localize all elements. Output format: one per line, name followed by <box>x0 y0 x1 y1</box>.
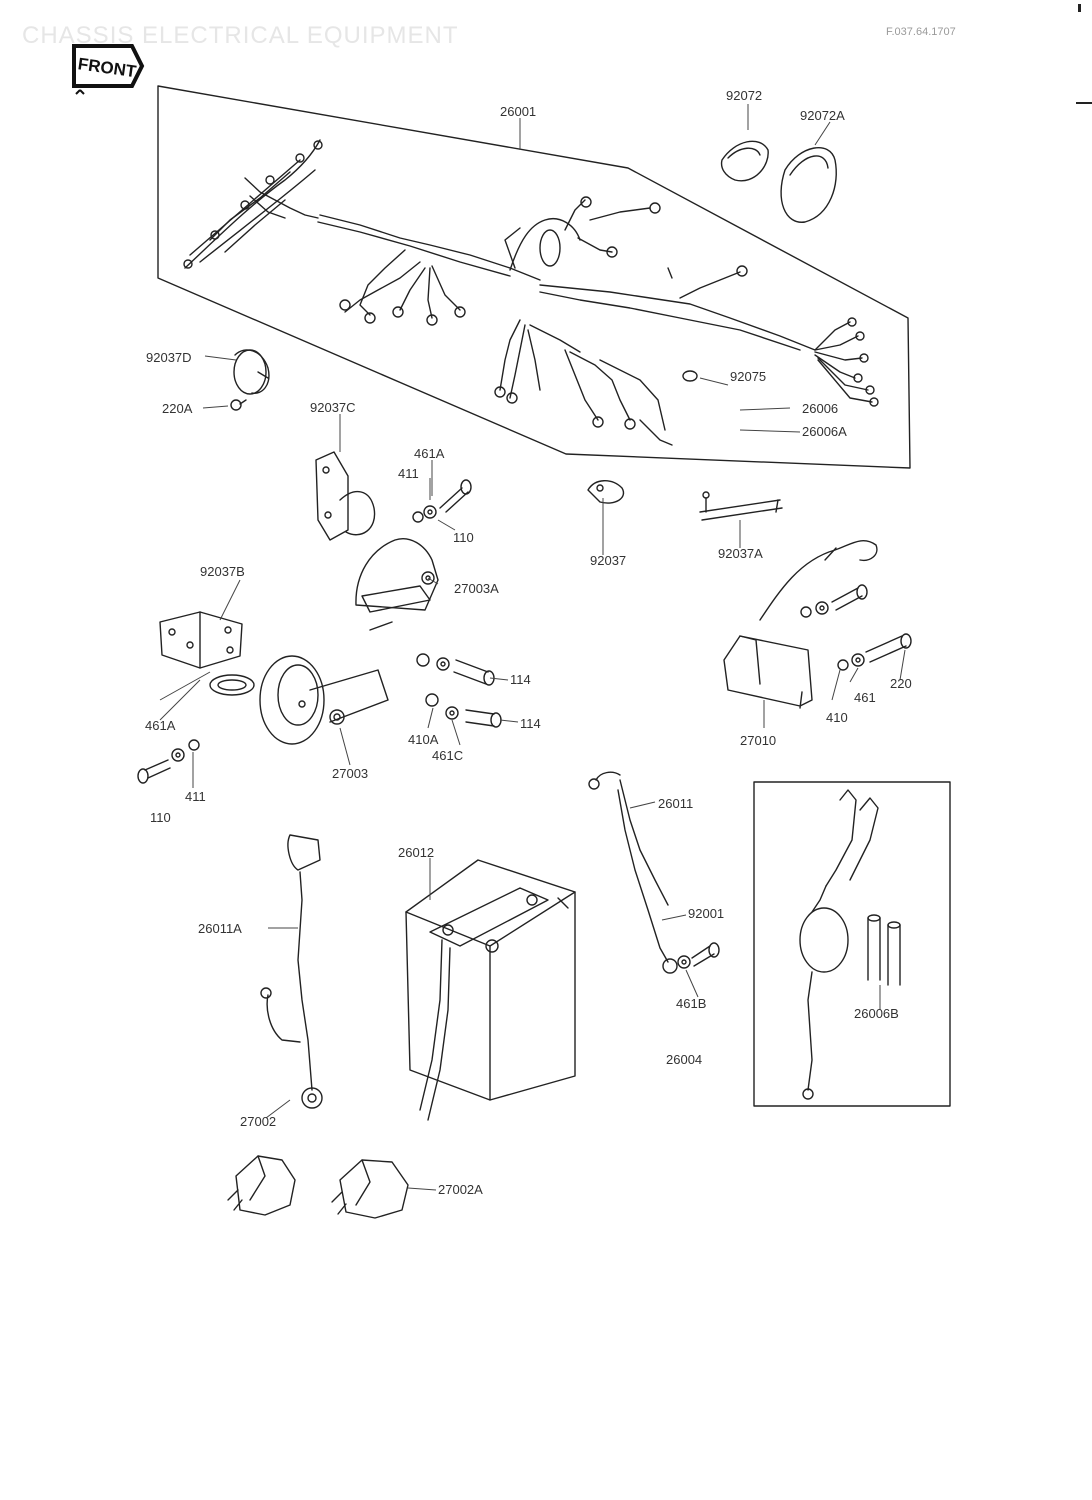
diagram-code: F.037.64.1707 <box>886 26 956 38</box>
label-26006B: 26006B <box>854 1006 899 1021</box>
label-27003: 27003 <box>332 766 369 781</box>
cable-26011A <box>260 834 323 1109</box>
connector-27002A <box>331 1159 409 1219</box>
screw-220A <box>230 399 247 411</box>
connector-27002 <box>227 1155 296 1216</box>
label-411-upper: 411 <box>398 466 419 481</box>
clamp-92037A <box>699 491 783 521</box>
regulator-27010 <box>723 540 912 709</box>
bracket-92037C <box>315 451 376 541</box>
label-27002: 27002 <box>240 1114 277 1129</box>
label-92037D: 92037D <box>146 350 192 365</box>
label-26011A: 26011A <box>198 921 242 936</box>
fuse-harness-26006B <box>799 789 901 1100</box>
label-114-lower: 114 <box>520 716 541 731</box>
label-220: 220 <box>890 676 912 691</box>
clamp-92037D <box>233 349 270 395</box>
label-27010: 27010 <box>740 733 777 748</box>
edge-mark <box>1076 102 1092 104</box>
label-461C: 461C <box>432 748 464 763</box>
label-92037: 92037 <box>590 553 627 568</box>
hardware-lower-left <box>137 739 200 784</box>
label-26012: 26012 <box>398 845 435 860</box>
battery-26012 <box>405 859 576 1121</box>
label-410A: 410A <box>408 732 439 747</box>
label-26001: 26001 <box>500 104 537 119</box>
label-92001: 92001 <box>688 906 725 921</box>
label-27003A: 27003A <box>454 581 499 596</box>
label-92037A: 92037A <box>718 546 763 561</box>
label-92072A: 92072A <box>800 108 845 123</box>
label-410: 410 <box>826 710 848 725</box>
cable-26011 <box>588 771 720 974</box>
clamp-92072A <box>780 147 837 223</box>
label-461B: 461B <box>676 996 707 1011</box>
label-461: 461 <box>854 690 876 705</box>
label-92037C: 92037C <box>310 400 356 415</box>
label-220A: 220A <box>162 401 193 416</box>
clamp-92037 <box>587 480 625 504</box>
bracket-92037B <box>159 611 255 696</box>
main-harness-26001 <box>183 139 879 446</box>
label-26006: 26006 <box>802 401 839 416</box>
label-461A-upper: 461A <box>414 446 445 461</box>
label-114-upper: 114 <box>510 672 531 687</box>
label-411-lower: 411 <box>185 789 206 804</box>
inset-box <box>753 781 951 1107</box>
label-92072: 92072 <box>726 88 763 103</box>
label-110-upper: 110 <box>453 530 474 545</box>
edge-mark <box>1078 4 1081 12</box>
label-26004: 26004 <box>666 1052 703 1067</box>
hardware-center <box>416 653 502 728</box>
clamp-92072 <box>720 140 769 182</box>
label-92037B: 92037B <box>200 564 245 579</box>
label-92075: 92075 <box>730 369 767 384</box>
horn-27003A <box>355 538 439 631</box>
label-27002A: 27002A <box>438 1182 483 1197</box>
label-461A-lower: 461A <box>145 718 176 733</box>
label-26011: 26011 <box>658 796 694 811</box>
front-direction-badge: FRONT <box>72 44 145 95</box>
label-110-lower: 110 <box>150 810 171 825</box>
horn-27003 <box>259 655 389 745</box>
label-26006A: 26006A <box>802 424 847 439</box>
harness-outline <box>157 85 911 469</box>
hardware-upper <box>412 479 472 523</box>
